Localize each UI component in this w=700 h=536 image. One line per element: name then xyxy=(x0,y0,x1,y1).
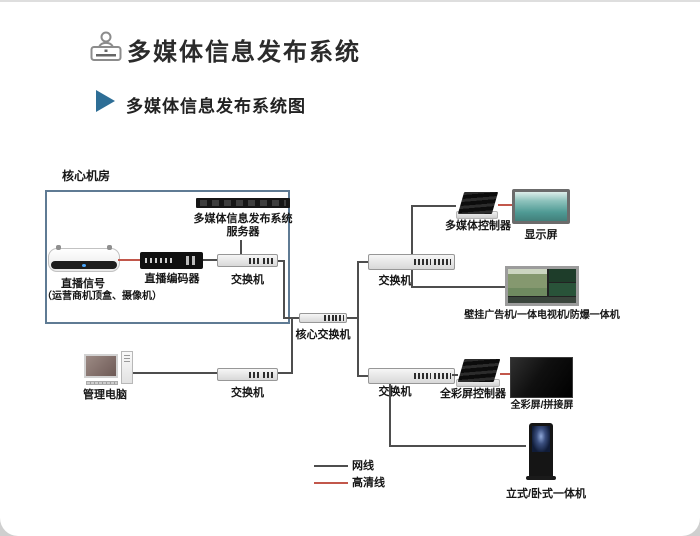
hd-line-controller-display xyxy=(498,204,512,206)
net-line-to-wallscreen xyxy=(411,286,505,288)
live-encoder-device xyxy=(140,252,203,269)
net-stub-upper-switch xyxy=(357,261,368,263)
management-pc-tower xyxy=(121,351,133,384)
net-line-upperswitch-down xyxy=(411,270,413,288)
stb-label-1: 直播信号 xyxy=(61,278,105,290)
display-screen-label: 显示屏 xyxy=(524,229,558,241)
hd-line-fccontroller-screen xyxy=(500,373,510,375)
server-label-2: 服务器 xyxy=(226,226,260,238)
net-line-lowerswitch-fccontroller xyxy=(452,374,458,376)
core-room-label: 核心机房 xyxy=(62,169,111,183)
presenter-icon xyxy=(88,29,124,65)
publish-server-device xyxy=(196,198,290,208)
net-line-leftswitch-trunk xyxy=(278,372,293,374)
stb-label-2: （运营商机顶盒、摄像机） xyxy=(42,291,162,302)
net-line-to-kiosk xyxy=(389,445,526,447)
wall-ad-screen-device xyxy=(505,266,579,306)
net-line-lowerswitch-down xyxy=(389,384,391,447)
net-line-encoder-switch xyxy=(203,259,217,261)
kiosk-device xyxy=(526,423,556,480)
set-top-box-device xyxy=(48,245,120,272)
fullcolor-screen-device xyxy=(510,357,573,398)
net-line-roomswitch-out xyxy=(278,260,285,262)
wall-ad-screen-label: 壁挂广告机/一体电视机/防爆一体机 xyxy=(464,310,620,321)
legend-network-label: 网线 xyxy=(352,460,374,472)
net-line-server-switch xyxy=(240,240,242,254)
net-line-pc-leftswitch xyxy=(133,372,217,374)
net-stub-lower-switch xyxy=(357,375,368,377)
left-switch-device xyxy=(217,368,278,381)
upper-switch-device xyxy=(368,254,455,270)
encoder-label: 直播编码器 xyxy=(144,273,200,285)
management-pc-label: 管理电脑 xyxy=(83,389,127,401)
management-pc-monitor xyxy=(84,354,118,378)
multimedia-controller-label: 多媒体控制器 xyxy=(445,220,511,232)
net-line-upperswitch-up xyxy=(411,205,413,254)
kiosk-label: 立式/卧式一体机 xyxy=(505,488,587,500)
net-trunk-right xyxy=(357,261,359,377)
room-switch-device xyxy=(217,254,278,267)
hd-line-stb-encoder xyxy=(118,259,140,261)
room-switch-label: 交换机 xyxy=(231,274,264,286)
fullcolor-controller-device xyxy=(456,359,501,387)
legend-network-line xyxy=(314,465,348,467)
net-line-coreswitch-out xyxy=(347,317,359,319)
net-trunk-left-lower xyxy=(291,317,293,373)
core-room-box xyxy=(45,190,290,324)
server-label-1: 多媒体信息发布系统 xyxy=(193,213,293,225)
display-screen-device xyxy=(512,189,570,224)
core-switch-device xyxy=(299,313,347,323)
multimedia-controller-device xyxy=(456,192,499,219)
net-trunk-left-upper xyxy=(283,260,285,319)
page-subtitle: 多媒体信息发布系统图 xyxy=(126,97,306,116)
page-title: 多媒体信息发布系统 xyxy=(127,39,361,66)
fullcolor-controller-label: 全彩屏控制器 xyxy=(440,388,506,400)
fullcolor-screen-label: 全彩屏/拼接屏 xyxy=(510,400,574,411)
upper-switch-label: 交换机 xyxy=(378,275,412,287)
net-line-to-mmcontroller xyxy=(411,205,456,207)
core-switch-label: 核心交换机 xyxy=(295,329,351,341)
arrow-right-icon xyxy=(96,90,115,112)
lower-switch-device xyxy=(368,368,455,384)
lower-switch-label: 交换机 xyxy=(378,386,412,398)
legend-hd-label: 高清线 xyxy=(352,477,385,489)
legend-hd-line xyxy=(314,482,348,484)
left-switch-label: 交换机 xyxy=(231,387,264,399)
management-pc-keyboard xyxy=(86,381,118,385)
